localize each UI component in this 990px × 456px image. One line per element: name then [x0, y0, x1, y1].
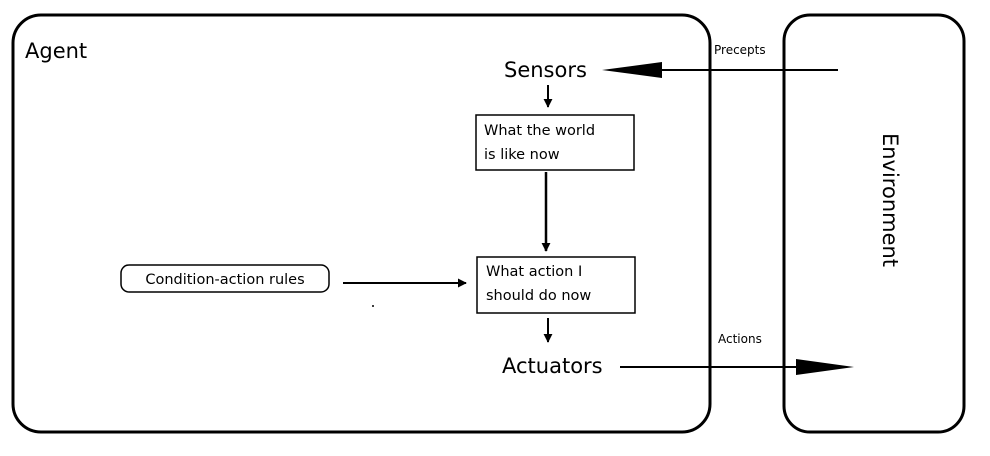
action-decision-line1: What action I [486, 264, 582, 280]
world-state-line1: What the world [484, 123, 595, 139]
environment-label: Environment [878, 133, 902, 267]
actions-arrowhead [796, 359, 854, 375]
world-state-line2: is like now [484, 147, 560, 163]
environment-box [782, 13, 966, 434]
percepts-arrowhead [602, 62, 662, 78]
actuators-label: Actuators [502, 354, 603, 378]
rules-box [120, 264, 330, 293]
action-decision-box [476, 256, 636, 314]
agent-label: Agent [25, 39, 87, 63]
rules-label: Condition-action rules [145, 272, 304, 288]
action-decision-line2: should do now [486, 288, 591, 304]
world-state-box [475, 114, 635, 171]
agent-box [11, 13, 712, 434]
percepts-label: Precepts [714, 43, 766, 57]
actions-label: Actions [718, 332, 762, 346]
stray-dot [372, 305, 374, 307]
sensors-label: Sensors [504, 58, 587, 82]
